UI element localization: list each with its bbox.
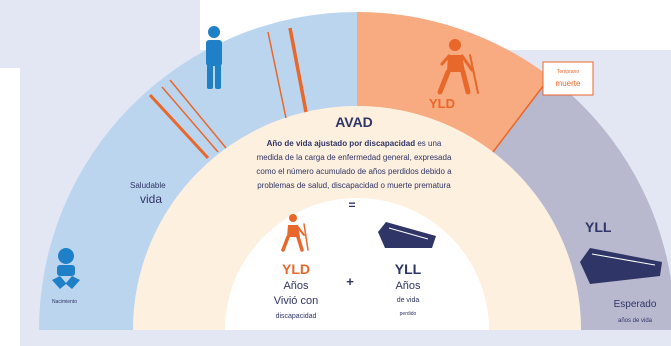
yll-component-line-1: Años [395, 280, 421, 292]
early-death-label-line-2: muerte [556, 79, 581, 88]
yld-arc-label: YLD [429, 96, 455, 111]
plus-sign: + [346, 274, 354, 289]
event-line-4 [267, 31, 287, 119]
healthy-life-label-small: Saludable [130, 181, 166, 190]
definition-line-4: problemas de salud, discapacidad o muert… [257, 181, 451, 190]
yld-band [357, 11, 550, 152]
event-line-3 [169, 79, 227, 149]
definition-line-3: como el número acumulado de años perdido… [256, 167, 452, 176]
definition-line-1-rest: es una [415, 139, 442, 148]
healthy-life-band [39, 12, 357, 330]
yll-component-abbr: YLL [395, 261, 422, 277]
injured-person-icon [437, 39, 479, 95]
expected-years-label-line-2: años de vida [618, 318, 653, 324]
event-line-5 [288, 27, 308, 113]
definition-line-2: medida de la carga de enfermedad general… [257, 153, 452, 162]
definition-line-1: Año de vida ajustado por discapacidad es… [267, 139, 442, 148]
yll-component-line-3: perdido [400, 311, 417, 317]
yld-component-line-3: discapacidad [276, 313, 317, 320]
early-death-callout [542, 61, 594, 96]
equals-sign: = [348, 198, 355, 212]
yld-component-line-2: Vivió con [274, 295, 318, 307]
diagram-title: AVAD [335, 114, 373, 130]
coffin-icon [580, 248, 662, 284]
yld-component-abbr: YLD [282, 261, 310, 277]
baby-icon [52, 248, 80, 289]
event-lines [148, 27, 308, 160]
coffin-small-icon [378, 222, 436, 248]
healthy-life-label-large: vida [140, 192, 162, 206]
definition-term: Año de vida ajustado por discapacidad [267, 139, 416, 148]
expected-years-label-line-1: Esperado [614, 299, 657, 310]
birth-label: Nacimiento [52, 299, 77, 305]
yll-component-line-2: de vida [397, 297, 420, 304]
early-death-label-line-1: Temprano [557, 69, 579, 75]
injured-person-small-icon [281, 214, 309, 252]
event-line-1 [148, 93, 210, 160]
yld-component-line-1: Años [283, 280, 309, 292]
person-icon [206, 26, 222, 89]
early-death-divider [492, 76, 551, 153]
event-line-2 [161, 86, 219, 153]
yll-arc-label: YLL [585, 219, 612, 235]
